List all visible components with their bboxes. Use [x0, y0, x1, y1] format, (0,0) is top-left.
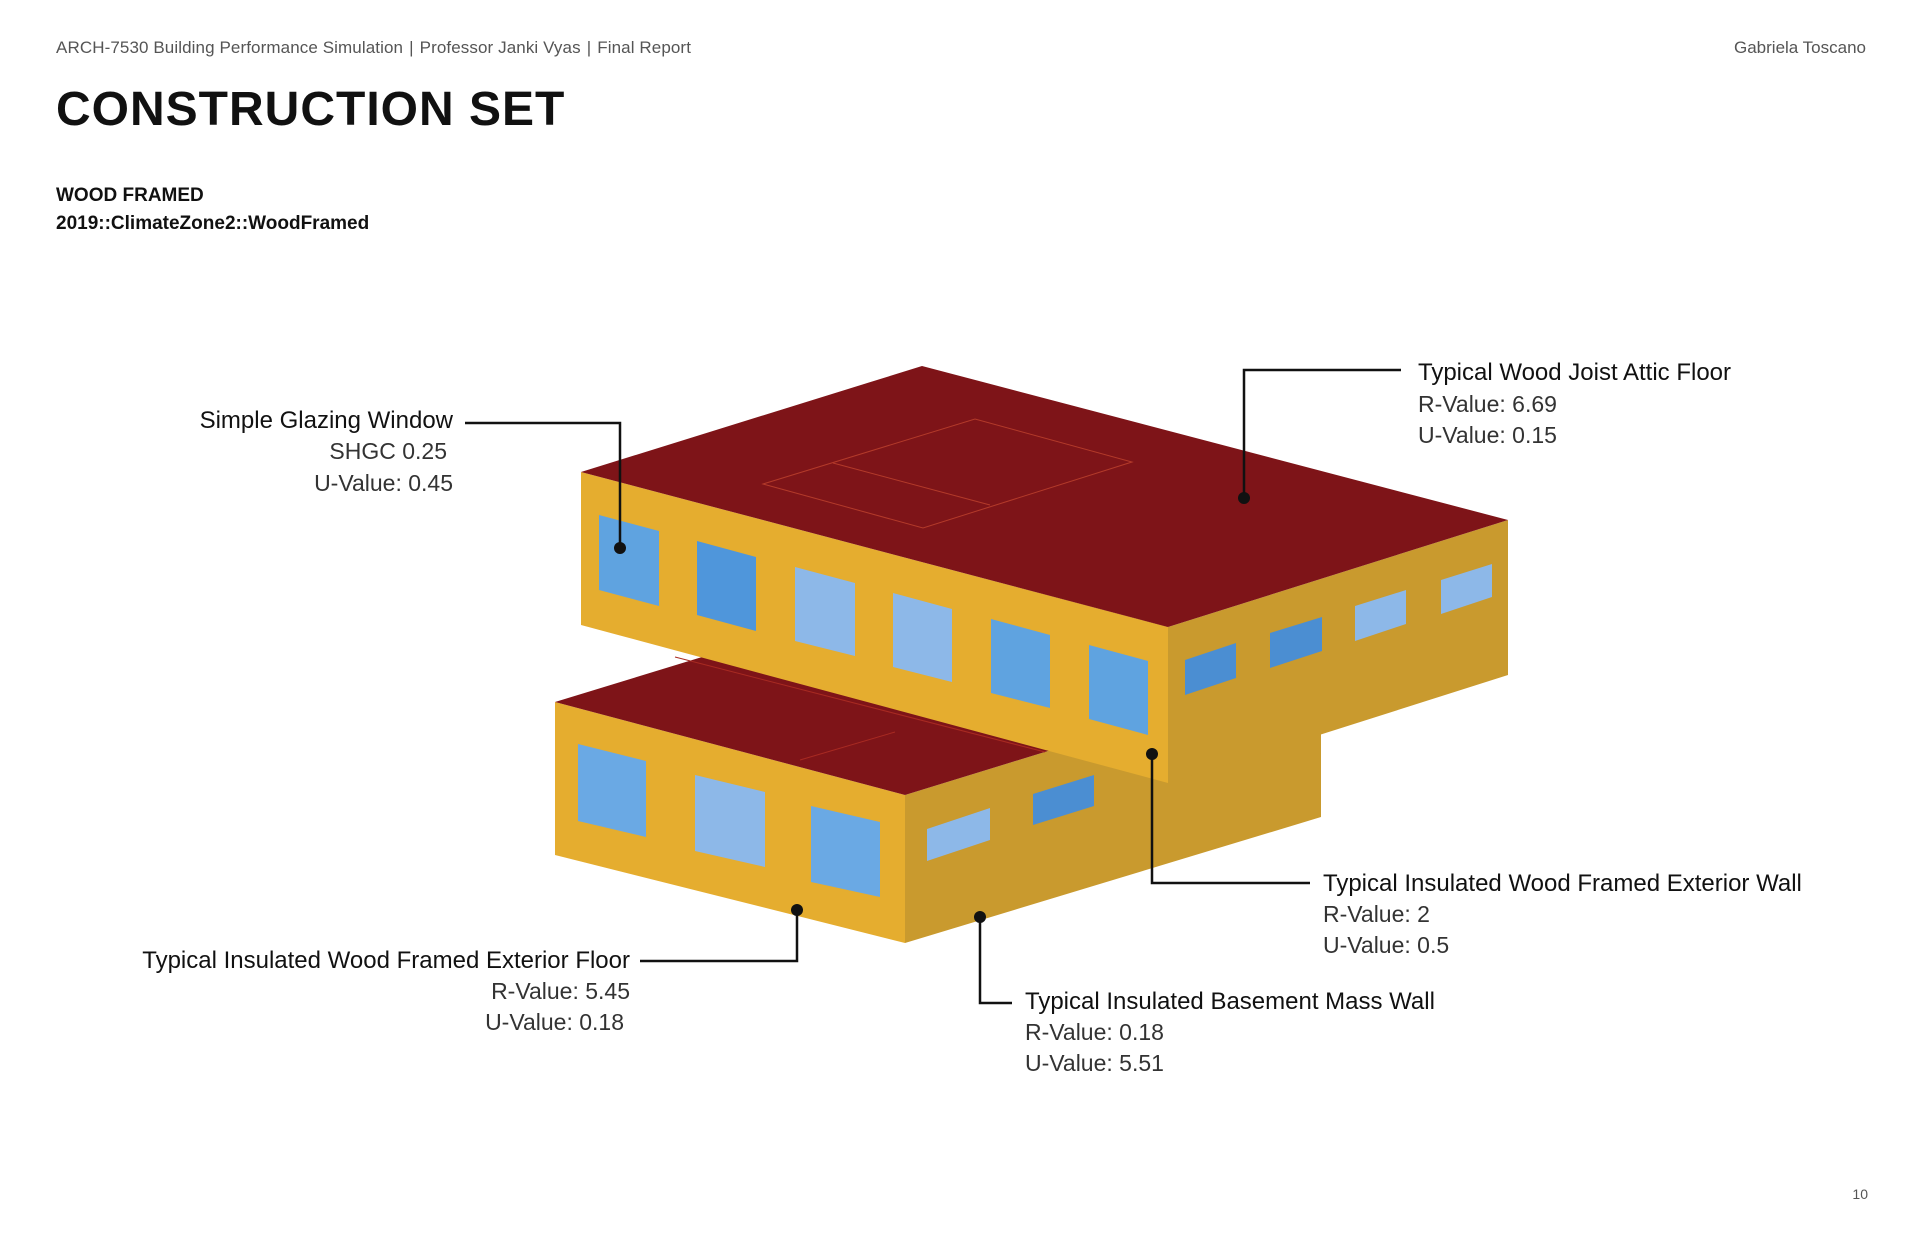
leader-dots: [614, 492, 1250, 923]
window-glass: [1441, 564, 1492, 614]
attic-floor-label: Typical Wood Joist Attic Floor R-Value: …: [1418, 359, 1731, 448]
course-name: ARCH-7530 Building Performance Simulatio…: [56, 38, 404, 57]
window-label: Simple Glazing Window SHGC 0.25 U-Value:…: [200, 407, 454, 496]
construction-type: WOOD FRAMED: [56, 185, 204, 206]
window-glass: [893, 593, 952, 682]
exterior-floor-leader: [640, 910, 799, 963]
upper-side-windows: [1185, 564, 1492, 695]
basement-wall-label-rvalue: R-Value: 0.18: [1025, 1019, 1164, 1045]
construction-subtitle: WOOD FRAMED 2019::ClimateZone2::WoodFram…: [56, 182, 369, 238]
exterior-wall-label: Typical Insulated Wood Framed Exterior W…: [1323, 870, 1802, 958]
professor-name: Professor Janki Vyas: [419, 38, 581, 57]
page-number: 10: [1852, 1186, 1868, 1202]
upper-block-roof: [581, 366, 1508, 627]
window-glass: [991, 619, 1050, 708]
exterior-wall-dot: [1146, 748, 1158, 760]
attic-floor-label-uvalue: U-Value: 0.15: [1418, 422, 1557, 448]
exterior-wall-label-rvalue: R-Value: 2: [1323, 901, 1430, 927]
upper-block: [581, 366, 1508, 783]
window-glass: [1270, 617, 1322, 668]
exterior-floor-label-rvalue: R-Value: 5.45: [491, 978, 630, 1004]
exterior-wall-label-title: Typical Insulated Wood Framed Exterior W…: [1323, 870, 1802, 897]
upper-block-side-wall: [1168, 520, 1508, 783]
window-dot: [614, 542, 626, 554]
window-label-shgc: SHGC 0.25: [329, 438, 447, 464]
window-glass: [1355, 590, 1406, 641]
window-label-uvalue: U-Value: 0.45: [314, 470, 453, 496]
basement-wall-leader: [978, 917, 1012, 1005]
window-glass: [1089, 645, 1148, 735]
lower-roof-zone-line: [674, 656, 1046, 753]
basement-wall-label: Typical Insulated Basement Mass Wall R-V…: [1025, 988, 1435, 1076]
window-glass: [599, 515, 659, 606]
attic-floor-label-rvalue: R-Value: 6.69: [1418, 391, 1557, 417]
lower-side-windows: [927, 775, 1094, 861]
attic-floor-label-title: Typical Wood Joist Attic Floor: [1418, 359, 1731, 386]
author-name: Gabriela Toscano: [1734, 38, 1866, 57]
exterior-wall-leader: [1150, 754, 1310, 885]
window-glass: [695, 775, 765, 867]
exterior-floor-label: Typical Insulated Wood Framed Exterior F…: [142, 947, 630, 1035]
roof-skylight-outline: [761, 418, 1134, 529]
window-glass: [697, 541, 756, 631]
window-leader: [465, 421, 622, 548]
exterior-floor-dot: [791, 904, 803, 916]
window-label-title: Simple Glazing Window: [200, 407, 454, 434]
lower-roof-zone-line: [799, 731, 896, 761]
attic-floor-leader: [1242, 368, 1401, 498]
window-glass: [1185, 643, 1236, 695]
construction-set-id: 2019::ClimateZone2::WoodFramed: [56, 213, 370, 234]
basement-wall-dot: [974, 911, 986, 923]
exterior-floor-label-uvalue: U-Value: 0.18: [485, 1009, 624, 1035]
window-glass: [1033, 775, 1094, 825]
exterior-floor-label-title: Typical Insulated Wood Framed Exterior F…: [142, 947, 630, 974]
basement-wall-label-uvalue: U-Value: 5.51: [1025, 1050, 1164, 1076]
exterior-wall-label-uvalue: U-Value: 0.5: [1323, 932, 1449, 958]
window-glass: [578, 744, 646, 837]
report-type: Final Report: [597, 38, 692, 57]
attic-floor-dot: [1238, 492, 1250, 504]
window-glass: [795, 567, 855, 656]
upper-front-windows: [599, 515, 1148, 735]
basement-wall-label-title: Typical Insulated Basement Mass Wall: [1025, 988, 1435, 1015]
lower-front-windows: [578, 744, 880, 897]
window-glass: [927, 808, 990, 861]
page-title: CONSTRUCTION SET: [56, 83, 566, 136]
report-header: ARCH-7530 Building Performance Simulatio…: [56, 38, 692, 57]
leader-lines: [465, 368, 1401, 1005]
window-glass: [811, 806, 880, 897]
